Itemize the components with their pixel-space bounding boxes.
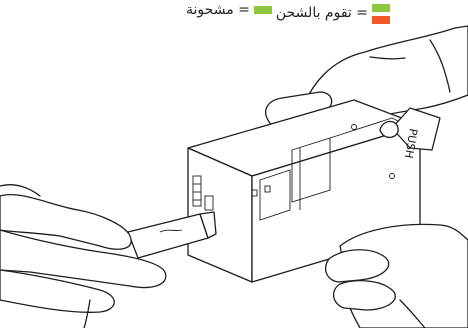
left-hand-cable bbox=[0, 185, 216, 328]
